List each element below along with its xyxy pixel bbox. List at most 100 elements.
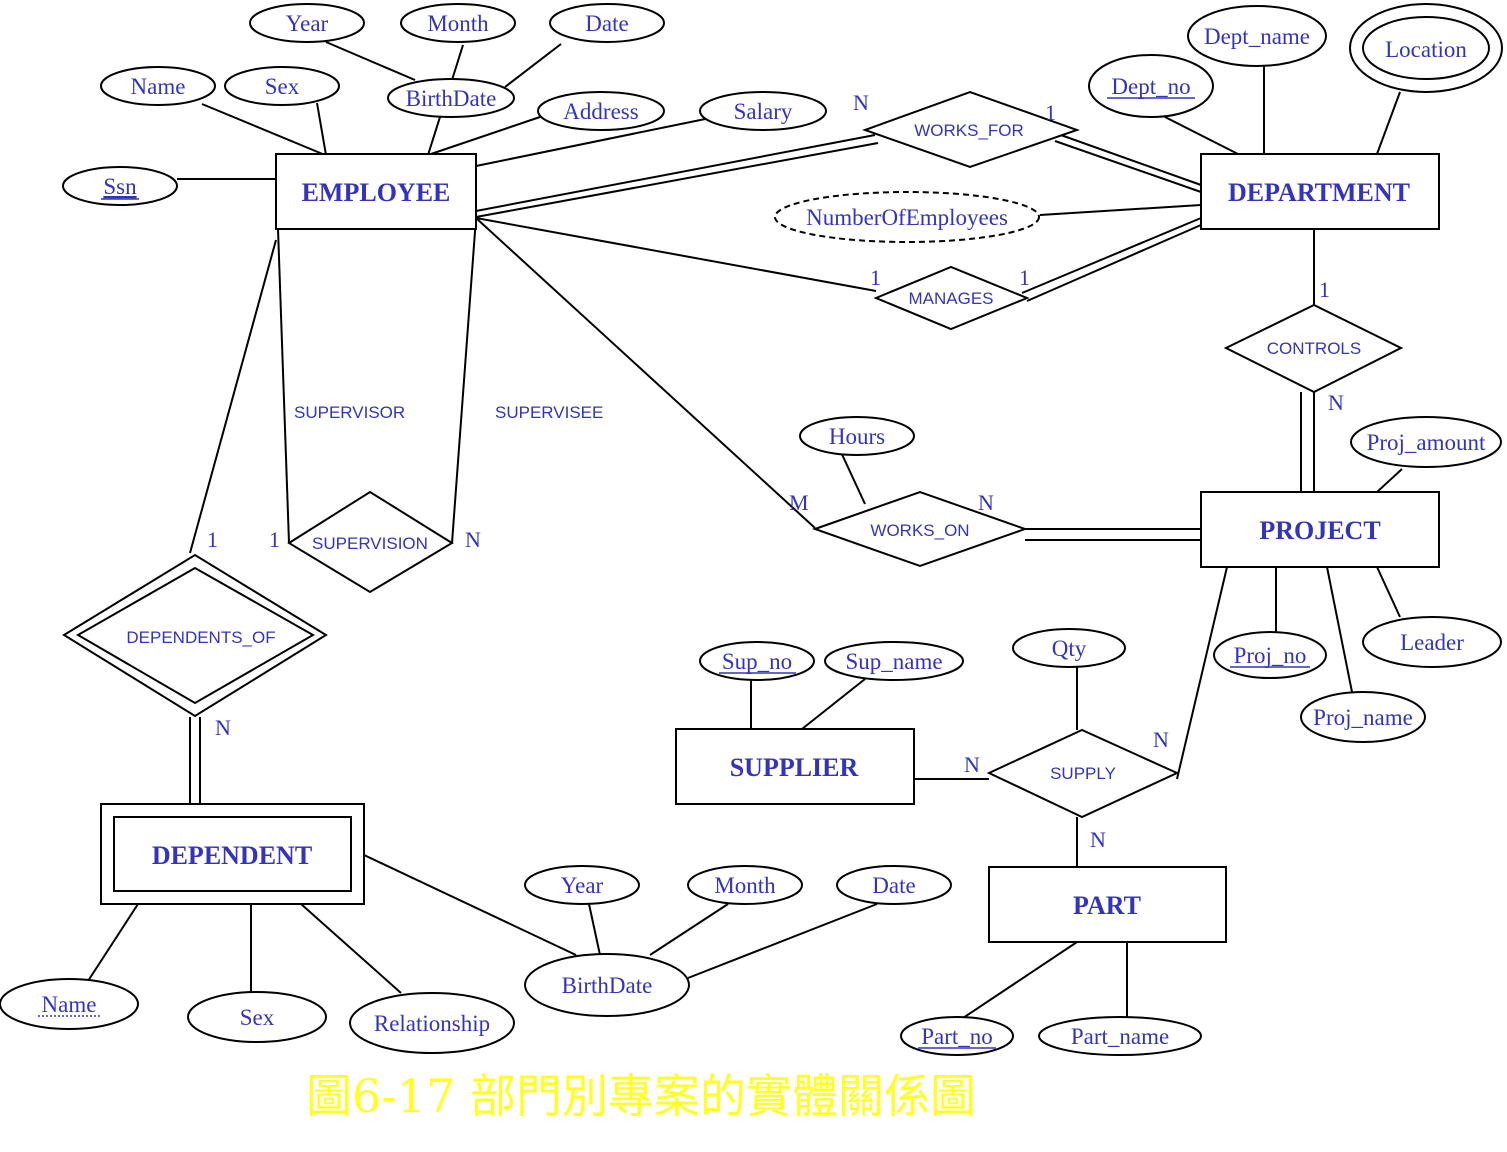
card-dependents-of-emp: 1 xyxy=(207,527,218,552)
attribute-dep-date[interactable]: Date xyxy=(836,865,952,905)
attribute-emp-birthdate[interactable]: BirthDate xyxy=(387,78,515,118)
derived-attribute-number-of-employees-label: NumberOfEmployees xyxy=(806,205,1008,230)
attribute-qty-label: Qty xyxy=(1052,636,1087,661)
attribute-emp-date[interactable]: Date xyxy=(549,3,665,43)
attribute-emp-name[interactable]: Name xyxy=(100,66,216,106)
key-attribute-dept-no[interactable]: Dept_no xyxy=(1088,54,1214,118)
attribute-leader-label: Leader xyxy=(1400,630,1464,655)
attribute-emp-salary-label: Salary xyxy=(734,99,793,124)
role-supervisee: SUPERVISEE xyxy=(495,403,603,422)
attribute-qty[interactable]: Qty xyxy=(1012,628,1126,668)
card-supply-part: N xyxy=(1090,827,1106,852)
card-supervision-supervisee: N xyxy=(465,527,481,552)
attribute-leader[interactable]: Leader xyxy=(1362,616,1502,668)
entity-project[interactable]: PROJECT xyxy=(1200,491,1440,568)
connector-lines xyxy=(87,41,1403,1019)
key-attribute-emp-ssn-label: Ssn xyxy=(103,174,137,199)
card-supply-project: N xyxy=(1153,727,1169,752)
role-supervisor: SUPERVISOR xyxy=(294,403,405,422)
relationship-supervision-label: SUPERVISION xyxy=(312,534,428,553)
key-attribute-dept-no-label: Dept_no xyxy=(1111,74,1190,99)
attribute-proj-name-label: Proj_name xyxy=(1313,705,1413,730)
attribute-proj-amount[interactable]: Proj_amount xyxy=(1350,416,1502,468)
identifying-relationship-dependents-of-label: DEPENDENTS_OF xyxy=(126,628,275,647)
card-dependents-of-dep: N xyxy=(215,715,231,740)
card-controls-proj: N xyxy=(1328,390,1344,415)
multivalued-attribute-dept-location-label: Location xyxy=(1385,37,1467,62)
attribute-emp-salary[interactable]: Salary xyxy=(699,91,827,131)
attribute-hours[interactable]: Hours xyxy=(799,416,915,456)
attribute-emp-year[interactable]: Year xyxy=(249,3,365,43)
attribute-emp-year-label: Year xyxy=(286,11,329,36)
attribute-dept-name[interactable]: Dept_name xyxy=(1187,5,1327,67)
weak-entity-dependent[interactable]: DEPENDENT xyxy=(100,803,365,905)
entity-project-label: PROJECT xyxy=(1259,516,1380,545)
attribute-dep-year-label: Year xyxy=(561,873,604,898)
attribute-part-name-label: Part_name xyxy=(1071,1024,1169,1049)
derived-attribute-number-of-employees[interactable]: NumberOfEmployees xyxy=(774,191,1040,243)
identifying-relationship-dependents-of[interactable]: DEPENDENTS_OF xyxy=(62,553,328,718)
attribute-dep-date-label: Date xyxy=(872,873,915,898)
attribute-part-name[interactable]: Part_name xyxy=(1038,1016,1202,1056)
card-manages-emp: 1 xyxy=(870,265,881,290)
entity-part[interactable]: PART xyxy=(988,866,1227,943)
card-supply-supplier: N xyxy=(964,752,980,777)
card-works-for-emp: N xyxy=(853,90,869,115)
attribute-emp-birthdate-label: BirthDate xyxy=(406,86,497,111)
key-attribute-part-no[interactable]: Part_no xyxy=(900,1016,1014,1056)
attribute-emp-sex-label: Sex xyxy=(265,74,300,99)
key-attribute-sup-no[interactable]: Sup_no xyxy=(699,641,815,681)
partial-key-attribute-dep-name[interactable]: Name xyxy=(0,978,139,1030)
entity-part-label: PART xyxy=(1073,891,1141,920)
relationship-controls-label: CONTROLS xyxy=(1267,339,1361,358)
partial-key-attribute-dep-name-label: Name xyxy=(42,992,97,1017)
card-works-on-emp: M xyxy=(789,490,809,515)
relationship-works-for[interactable]: WORKS_FOR xyxy=(862,90,1081,169)
attribute-hours-label: Hours xyxy=(829,424,885,449)
relationship-manages-label: MANAGES xyxy=(908,289,993,308)
relationship-supply[interactable]: SUPPLY xyxy=(986,728,1180,819)
relationship-works-on[interactable]: WORKS_ON xyxy=(811,490,1029,568)
attribute-dep-sex[interactable]: Sex xyxy=(187,991,327,1043)
card-controls-dept: 1 xyxy=(1319,277,1330,302)
attribute-dep-year[interactable]: Year xyxy=(524,865,640,905)
attribute-dep-month[interactable]: Month xyxy=(687,865,803,905)
cardinality-labels: N 1 1 1 1 N M N 1 N 1 N N N N xyxy=(207,90,1344,852)
key-attribute-part-no-label: Part_no xyxy=(921,1024,993,1049)
card-supervision-supervisor: 1 xyxy=(269,527,280,552)
entity-employee[interactable]: EMPLOYEE xyxy=(275,153,477,230)
attribute-emp-address-label: Address xyxy=(563,99,638,124)
relationship-manages[interactable]: MANAGES xyxy=(873,265,1030,331)
card-works-on-proj: N xyxy=(978,490,994,515)
attribute-emp-month[interactable]: Month xyxy=(400,3,516,43)
attribute-dep-sex-label: Sex xyxy=(240,1005,275,1030)
attribute-dep-birthdate[interactable]: BirthDate xyxy=(524,953,690,1017)
entity-supplier[interactable]: SUPPLIER xyxy=(675,728,915,805)
attribute-dep-birthdate-label: BirthDate xyxy=(562,973,653,998)
attribute-emp-date-label: Date xyxy=(585,11,628,36)
attribute-proj-amount-label: Proj_amount xyxy=(1367,430,1486,455)
attribute-sup-name-label: Sup_name xyxy=(845,649,942,674)
relationship-supervision[interactable]: SUPERVISION xyxy=(287,490,454,594)
attribute-proj-name[interactable]: Proj_name xyxy=(1300,691,1426,743)
attribute-emp-month-label: Month xyxy=(427,11,489,36)
multivalued-attribute-dept-location[interactable]: Location xyxy=(1349,3,1503,93)
key-attribute-proj-no[interactable]: Proj_no xyxy=(1213,631,1327,679)
attribute-emp-address[interactable]: Address xyxy=(537,91,665,131)
card-works-for-dept: 1 xyxy=(1045,100,1056,125)
attribute-sup-name[interactable]: Sup_name xyxy=(824,641,964,681)
entity-department[interactable]: DEPARTMENT xyxy=(1200,153,1440,230)
relationship-controls[interactable]: CONTROLS xyxy=(1223,303,1404,394)
entity-department-label: DEPARTMENT xyxy=(1228,178,1410,207)
entity-employee-label: EMPLOYEE xyxy=(302,178,451,207)
key-attribute-emp-ssn[interactable]: Ssn xyxy=(62,166,178,206)
attribute-emp-sex[interactable]: Sex xyxy=(224,66,340,106)
relationship-works-for-label: WORKS_FOR xyxy=(914,121,1024,140)
weak-entity-dependent-label: DEPENDENT xyxy=(152,841,312,870)
attribute-dep-relationship-label: Relationship xyxy=(374,1011,490,1036)
relationship-works-on-label: WORKS_ON xyxy=(870,521,969,540)
key-attribute-proj-no-label: Proj_no xyxy=(1234,643,1307,668)
attribute-dep-relationship[interactable]: Relationship xyxy=(349,992,515,1054)
entity-supplier-label: SUPPLIER xyxy=(730,753,859,782)
